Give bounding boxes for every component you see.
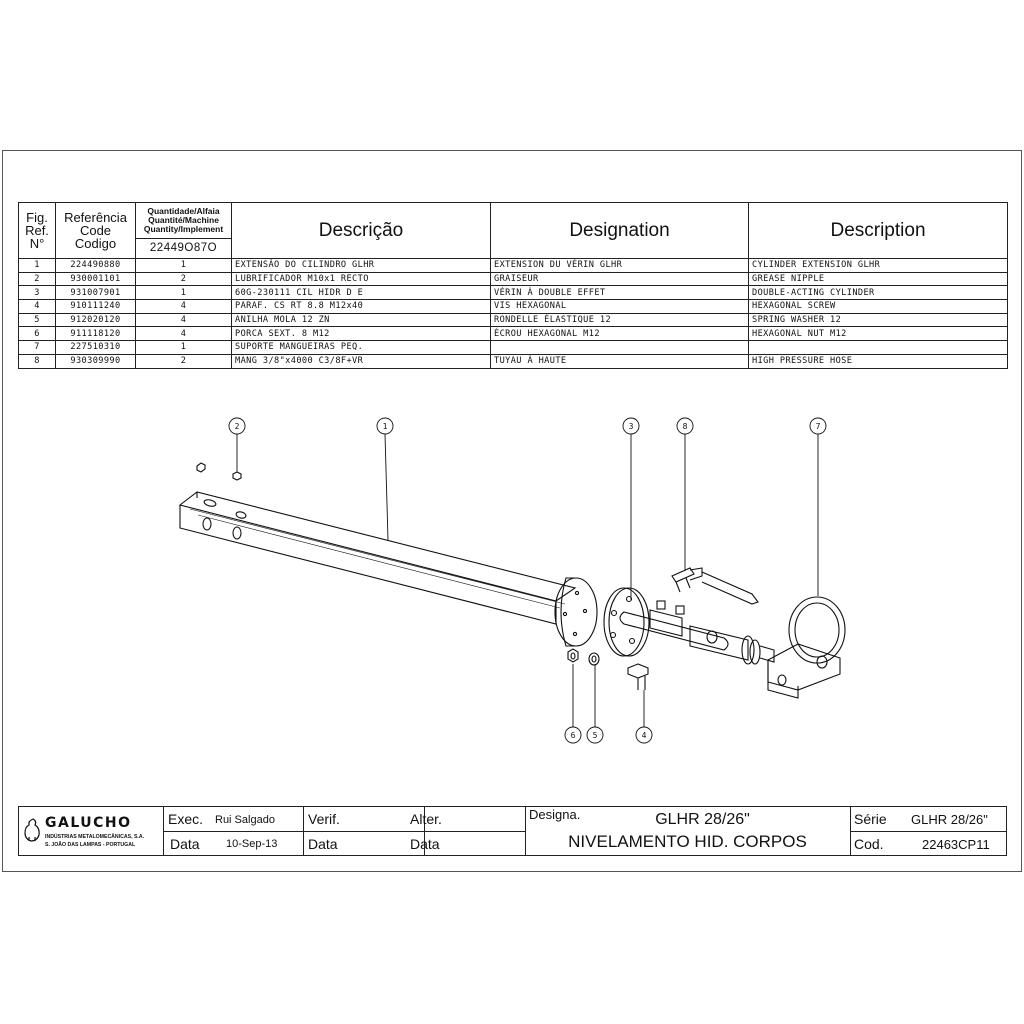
fig-cell: 8 (18, 353, 56, 369)
grease-nipple-part (196, 462, 242, 481)
designa-label: Designa. (529, 807, 581, 822)
callout-balloon-3: 3 (622, 417, 640, 435)
hexagonal-nut-part (567, 648, 579, 663)
callout-number: 6 (571, 731, 576, 740)
parts-list-table: Fig. Ref. N° Referência Code Codigo Quan… (18, 202, 1008, 369)
rooster-logo-icon (24, 818, 40, 842)
data-label-exec: Data (170, 836, 200, 852)
table-header-row: Fig. Ref. N° Referência Code Codigo Quan… (18, 202, 1008, 259)
header-quantity: Quantidade/Alfaia Quantité/Machine Quant… (135, 202, 232, 259)
title-block: GALUCHO INDÚSTRIAS METALOMECÂNICAS, S.A.… (18, 806, 1007, 856)
alter-label: Alter. (410, 811, 442, 827)
description-cell: HIGH PRESSURE HOSE (748, 353, 1008, 369)
callout-balloon-1: 1 (376, 417, 394, 435)
drawing-sheet-frame (2, 150, 1022, 872)
callout-balloon-8: 8 (676, 417, 694, 435)
callout-number: 8 (683, 422, 688, 431)
hose-fitting-part (671, 567, 759, 605)
serie-value: GLHR 28/26" (911, 812, 988, 827)
callout-number: 7 (816, 422, 821, 431)
verif-label: Verif. (308, 811, 340, 827)
designation-cell: TUYAU À HAUTE (490, 353, 749, 369)
callout-balloon-2: 2 (228, 417, 246, 435)
callout-number: 4 (642, 731, 647, 740)
callout-balloon-5: 5 (586, 726, 604, 744)
data-label-verif: Data (308, 836, 338, 852)
code-cell: 930309990 (55, 353, 136, 369)
cylinder-extension-part (178, 491, 598, 647)
header-description: Description (748, 202, 1008, 259)
header-fig-ref: Fig. Ref. N° (18, 202, 56, 259)
description-cell: SPRING WASHER 12 (748, 312, 1008, 328)
callout-balloon-6: 6 (564, 726, 582, 744)
exec-value: Rui Salgado (215, 814, 275, 826)
cod-value: 22463CP11 (922, 837, 990, 852)
data-value-exec: 10-Sep-13 (226, 838, 278, 850)
hydraulic-cylinder-part (603, 587, 775, 665)
callout-balloon-4: 4 (635, 726, 653, 744)
header-descricao: Descrição (231, 202, 491, 259)
machine-code: 22449O87O (149, 241, 218, 254)
callout-number: 1 (383, 422, 388, 431)
company-logo: GALUCHO INDÚSTRIAS METALOMECÂNICAS, S.A.… (21, 810, 161, 854)
serie-label: Série (854, 811, 887, 827)
callout-balloon-7: 7 (809, 417, 827, 435)
callout-number: 3 (629, 422, 634, 431)
callout-number: 2 (235, 422, 240, 431)
descricao-cell: MANG 3/8"x4000 C3/8F+VR (231, 353, 491, 369)
designa-model: GLHR 28/26" (655, 811, 750, 828)
exec-label: Exec. (168, 811, 204, 827)
hexagonal-screw-part (627, 663, 649, 690)
cod-label: Cod. (854, 836, 884, 852)
header-designation: Designation (490, 202, 749, 259)
spring-washer-part (588, 652, 600, 666)
callout-number: 5 (593, 731, 598, 740)
designa-description: NIVELAMENTO HID. CORPOS (568, 832, 807, 851)
leader-line-1 (384, 433, 389, 541)
hose-support-part (788, 596, 846, 664)
qty-cell: 2 (135, 353, 232, 369)
data-label-alter: Data (410, 836, 440, 852)
